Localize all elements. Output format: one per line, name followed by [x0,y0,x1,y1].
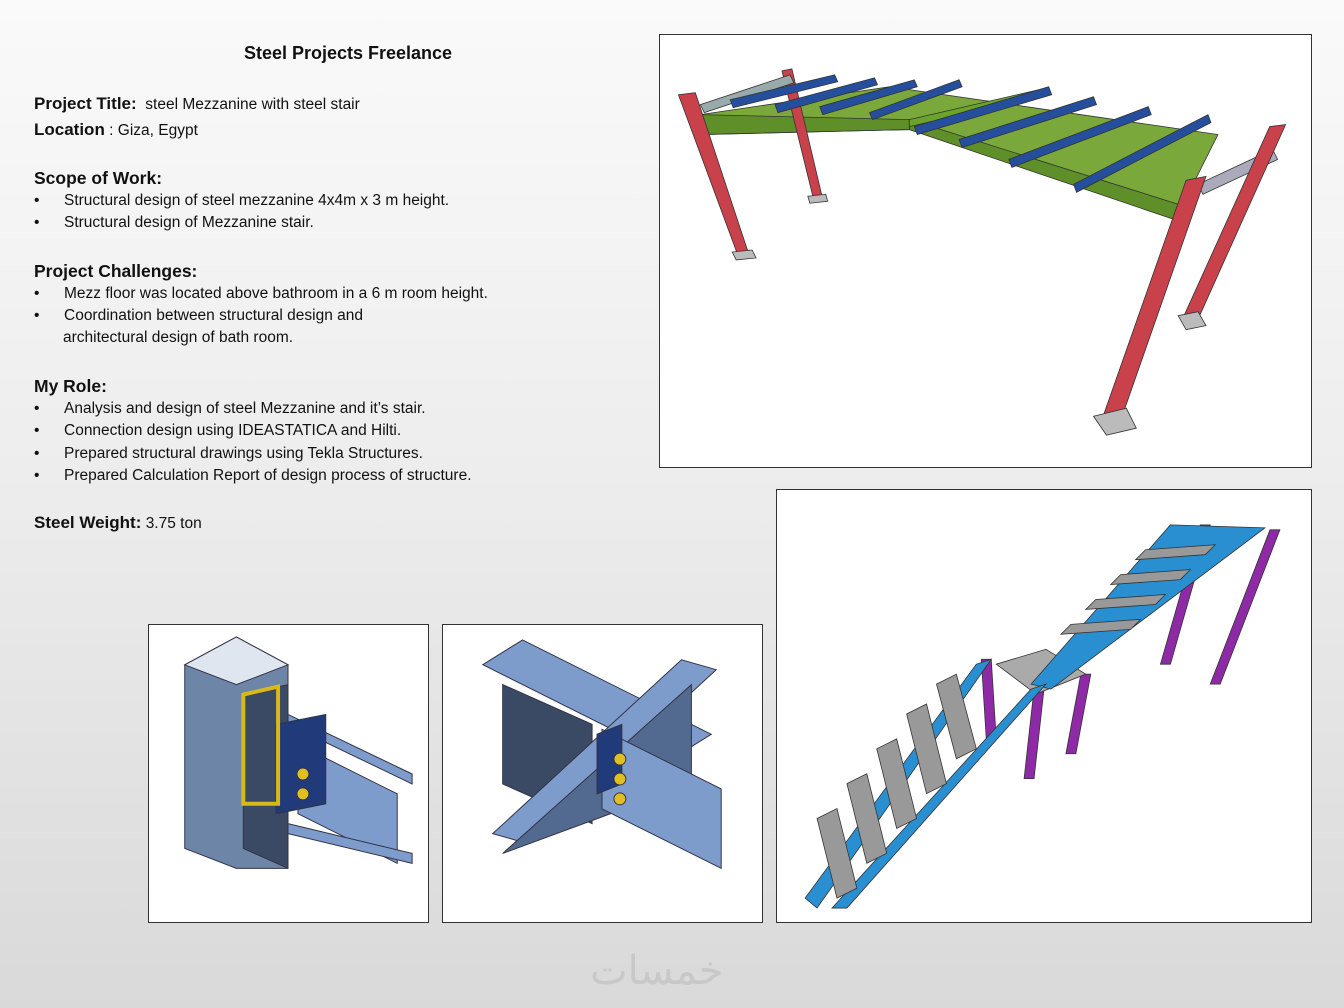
challenge-item-continuation: architectural design of bath room. [63,329,294,346]
beam-beam-connection-image [442,624,763,923]
mezzanine-model-drawing [677,68,1287,436]
stair-posts [980,524,1281,780]
role-item-text: Connection design using IDEASTATICA and … [64,422,402,439]
challenges-heading: Project Challenges: [34,261,198,281]
bolts [296,767,310,801]
bullet: • [34,192,40,209]
column-beam-connection-image [148,624,429,923]
scope-item-text: Structural design of Mezzanine stair. [64,214,314,231]
steel-weight-label: Steel Weight: [34,513,142,532]
role-item: • Connection design using IDEASTATICA and… [34,422,401,440]
bolts [613,752,627,806]
role-item: • Prepared structural drawings using Tekl… [34,445,423,463]
page-title: Steel Projects Freelance [243,43,453,63]
base-plate [1177,311,1207,331]
challenge-item-text: Coordination between structural design a… [64,307,363,324]
steel-weight-line: Steel Weight: 3.75 ton [34,513,202,533]
beam-beam-connection-drawing [481,639,722,870]
scope-item: • Structural design of Mezzanine stair. [34,214,314,232]
role-heading: My Role: [34,376,107,396]
bullet: • [34,467,40,484]
role-item-text: Prepared Calculation Report of design pr… [64,467,472,484]
scope-heading: Scope of Work: [34,168,163,188]
bullet: • [34,307,40,324]
treads [816,544,1217,899]
bullet: • [34,445,40,462]
bullet: • [34,285,40,302]
bullet: • [34,422,40,439]
role-item-text: Analysis and design of steel Mezzanine a… [64,400,426,417]
project-title-line: Project Title: steel Mezzanine with stee… [34,94,360,114]
location-label: Location [34,120,105,139]
base-plate [1092,407,1137,436]
steel-weight-value: 3.75 ton [145,515,202,532]
scope-item: • Structural design of steel mezzanine 4x… [34,192,449,210]
project-title-label: Project Title: [34,94,137,113]
stair-model-drawing [804,524,1281,909]
role-item-text: Prepared structural drawings using Tekla… [64,445,423,462]
column-beam-connection-drawing [183,636,413,870]
bullet: • [34,214,40,231]
location-value: : Giza, Egypt [109,122,198,139]
scope-item-text: Structural design of steel mezzanine 4x4… [64,192,450,209]
location-line: Location : Giza, Egypt [34,120,198,140]
role-item: • Prepared Calculation Report of design p… [34,467,472,485]
joists [729,74,1212,193]
mezzanine-model-image [659,34,1312,468]
stair-model-image [776,489,1312,923]
challenge-item: • Mezz floor was located above bathroom i… [34,285,488,303]
role-item: • Analysis and design of steel Mezzanine … [34,400,426,418]
project-title-value: steel Mezzanine with steel stair [145,96,360,113]
watermark-logo: خمسات [590,948,724,994]
challenge-item-text: Mezz floor was located above bathroom in… [64,285,488,302]
end-plate [275,713,327,815]
challenge-item: • Coordination between structural design … [34,307,363,325]
bullet: • [34,400,40,417]
